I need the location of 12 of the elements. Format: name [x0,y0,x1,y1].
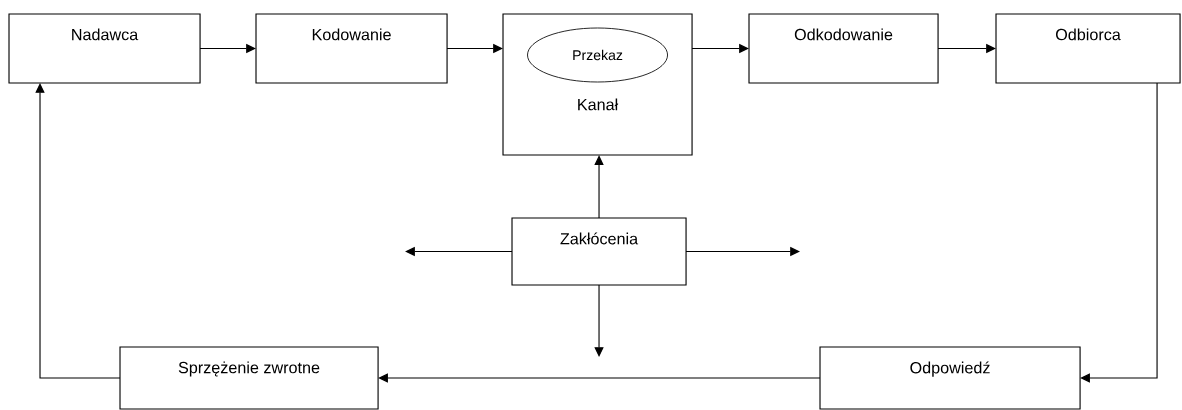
arrow [35,83,121,379]
arrow [1080,82,1158,383]
process-box: Nadawca [8,13,201,84]
arrow [378,373,821,383]
arrow [594,284,604,357]
arrow [594,155,604,219]
process-box: Zakłócenia [511,217,687,286]
process-box: Odpowiedź [819,346,1081,410]
process-box: Odkodowanie [748,13,939,84]
process-box: Odbiorca [995,13,1181,84]
process-box: Sprzężenie zwrotne [119,346,379,410]
process-box: Kodowanie [255,13,448,84]
